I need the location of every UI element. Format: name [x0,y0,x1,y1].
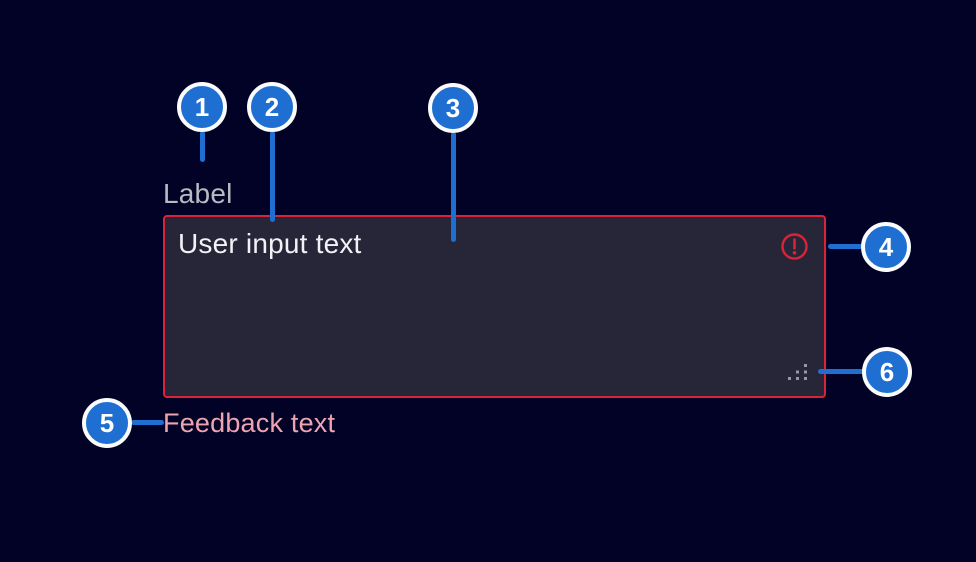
callout-badge-2: 2 [247,82,297,132]
callout-line-4 [828,244,863,249]
callout-badge-4: 4 [861,222,911,272]
callout-line-1 [200,131,205,162]
callout-line-2 [270,131,275,222]
callout-line-6 [818,369,864,374]
feedback-text: Feedback text [163,408,336,438]
callout-number: 6 [879,357,895,387]
callout-line-5 [131,420,164,425]
callout-number: 4 [878,232,894,262]
callout-line-3 [451,132,456,242]
callout-number: 2 [264,92,280,122]
textarea-input[interactable]: User input text [165,217,824,396]
field-label: Label [163,178,233,209]
callout-badge-6: 6 [862,347,912,397]
callout-badge-1: 1 [177,82,227,132]
error-icon [781,233,808,260]
callout-number: 1 [194,92,210,122]
textarea-error-container: User input text [163,215,826,398]
callout-badge-5: 5 [82,398,132,448]
resize-handle-icon[interactable] [788,364,807,380]
callout-badge-3: 3 [428,83,478,133]
callout-number: 3 [445,93,461,123]
callout-number: 5 [99,408,115,438]
